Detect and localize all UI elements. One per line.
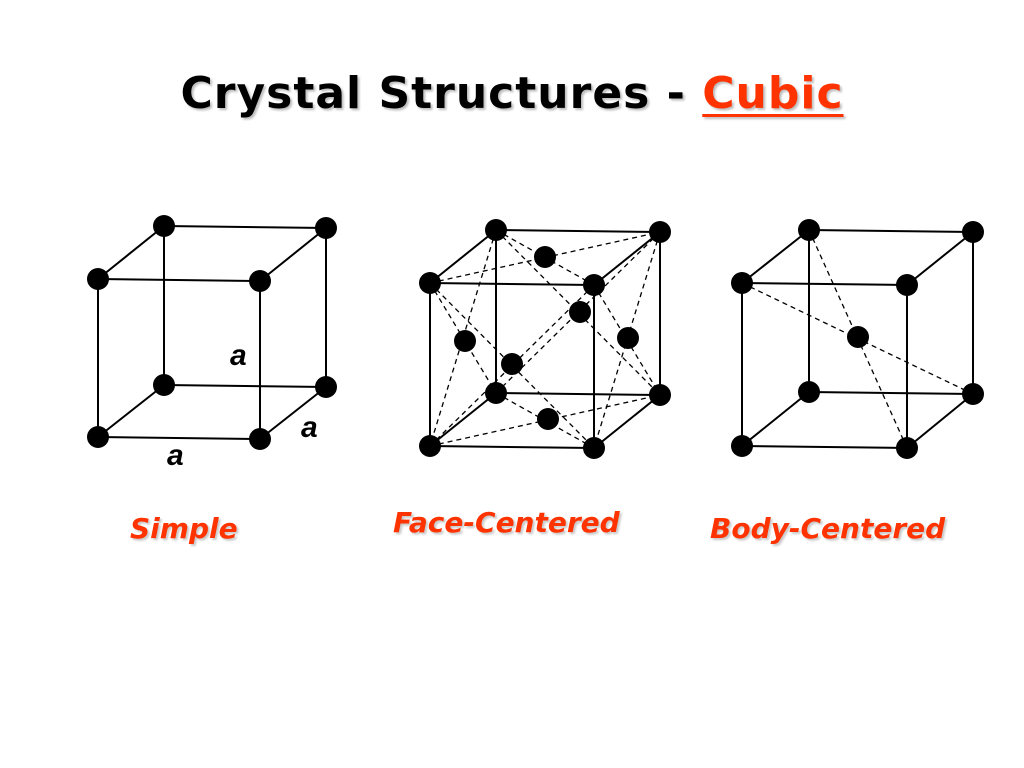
corner-atom	[485, 382, 507, 404]
corner-atom	[485, 219, 507, 241]
face-diagonal	[495, 231, 661, 394]
corner-atom	[315, 217, 337, 239]
edge	[495, 392, 661, 396]
edge	[741, 391, 810, 447]
edge	[163, 225, 327, 229]
edge	[429, 445, 595, 449]
edge	[429, 392, 497, 447]
corner-atom	[731, 435, 753, 457]
corner-atom	[153, 374, 175, 396]
corner-atom	[896, 437, 918, 459]
corner-atom	[249, 270, 271, 292]
edge	[741, 229, 810, 284]
edge	[97, 225, 165, 280]
edge	[259, 227, 327, 282]
corner-atom	[419, 435, 441, 457]
title-main: Crystal Structures -	[180, 68, 703, 119]
face-diagonal	[429, 282, 595, 449]
caption-face-centered: Face-Centered	[393, 506, 620, 539]
face-diagonal	[429, 284, 595, 447]
corner-atom	[962, 221, 984, 243]
face-centered-cubic-cell	[419, 219, 671, 459]
corner-atom	[731, 272, 753, 294]
corner-atom	[87, 426, 109, 448]
corner-atom	[249, 428, 271, 450]
corner-atom	[419, 272, 441, 294]
edge	[808, 229, 974, 233]
edge	[429, 229, 497, 284]
edge	[808, 391, 974, 395]
face-center-atom	[501, 353, 523, 375]
dimension-label-width: a	[167, 439, 184, 472]
corner-atom	[87, 268, 109, 290]
corner-atom	[798, 381, 820, 403]
edge	[163, 384, 327, 388]
edge	[906, 393, 974, 449]
face-center-atom	[537, 408, 559, 430]
simple-cubic-cell: a a a	[87, 215, 337, 472]
edge	[97, 384, 165, 438]
edge	[741, 282, 908, 286]
caption-simple: Simple	[130, 512, 238, 545]
edge	[495, 229, 661, 233]
face-center-atom	[569, 301, 591, 323]
dimension-label-depth: a	[301, 411, 318, 444]
body-centered-cubic-cell	[731, 219, 984, 459]
dimension-label-height: a	[230, 339, 247, 372]
edge	[593, 394, 661, 449]
slide-title: Crystal Structures - Cubic	[0, 64, 1024, 124]
edge	[259, 386, 327, 440]
corner-atom	[649, 221, 671, 243]
corner-atom	[583, 274, 605, 296]
corner-atom	[315, 376, 337, 398]
corner-atom	[649, 384, 671, 406]
edge	[97, 436, 261, 440]
edge	[593, 231, 661, 286]
corner-atom	[153, 215, 175, 237]
body-center-atom	[847, 326, 869, 348]
title-accent: Cubic	[702, 68, 844, 119]
edge	[97, 278, 261, 282]
face-diagonal	[495, 229, 661, 396]
face-center-atom	[617, 327, 639, 349]
face-center-atom	[454, 330, 476, 352]
corner-atom	[896, 274, 918, 296]
corner-atom	[798, 219, 820, 241]
edge	[906, 231, 974, 286]
corner-atom	[962, 383, 984, 405]
face-center-atom	[534, 246, 556, 268]
edge	[429, 282, 595, 286]
edge	[741, 445, 908, 449]
caption-body-centered: Body-Centered	[710, 512, 946, 545]
corner-atom	[583, 437, 605, 459]
